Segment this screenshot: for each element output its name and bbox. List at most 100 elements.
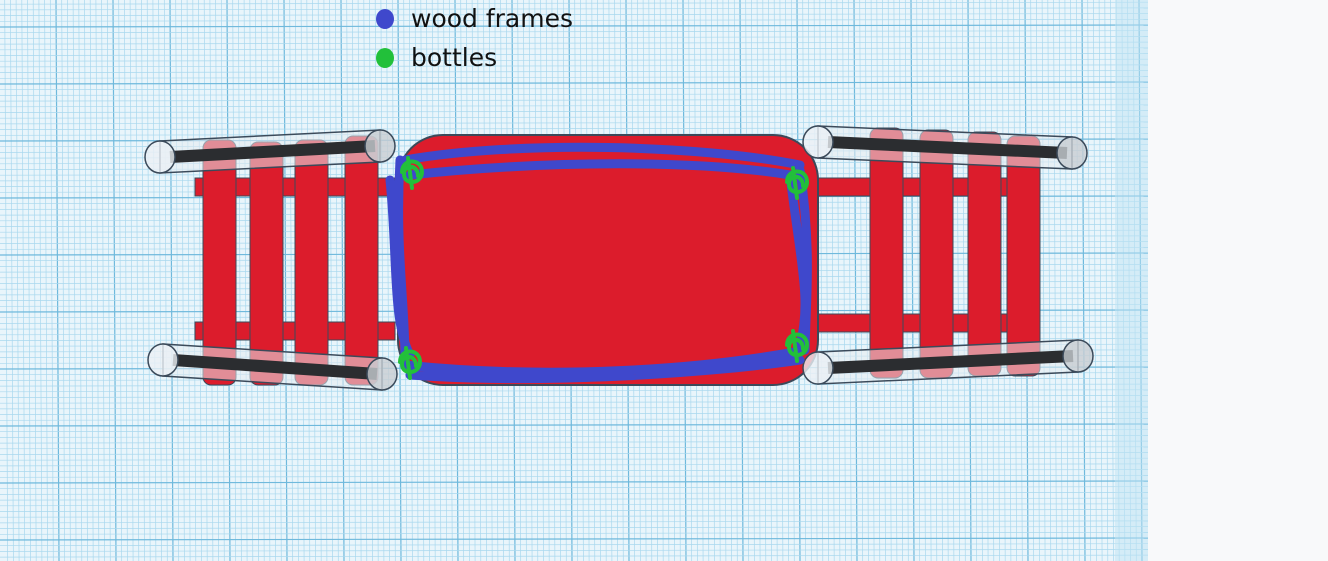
grid-line — [135, 0, 140, 561]
grid-line — [27, 0, 31, 561]
grid-line — [0, 98, 1148, 102]
grid-line — [0, 115, 1148, 119]
green-dot-icon — [376, 48, 394, 68]
grid-line — [0, 492, 1148, 495]
tube-end — [144, 140, 176, 174]
grid-line — [0, 93, 1148, 96]
grid-line — [329, 0, 333, 561]
grid-line — [0, 127, 1148, 130]
grid-line — [340, 0, 345, 561]
slat — [919, 129, 954, 379]
grid-line — [0, 423, 1148, 427]
grid-line — [152, 0, 157, 561]
rod — [827, 350, 1074, 374]
grid-line — [0, 75, 1148, 79]
grid-line — [830, 0, 835, 561]
grid-line — [192, 0, 197, 561]
grid-line — [1058, 0, 1063, 561]
grid-line — [0, 81, 1148, 85]
grid-line — [0, 531, 1148, 535]
grid-line — [961, 0, 966, 561]
grid-line — [198, 0, 202, 561]
tube-end — [364, 129, 396, 163]
grid-line — [916, 0, 921, 561]
grid-line — [72, 0, 77, 561]
grid-line — [186, 0, 191, 561]
green-scribble — [785, 329, 810, 363]
grid-line — [0, 457, 1148, 461]
grid-line — [49, 0, 54, 561]
slat — [294, 139, 329, 386]
grid-edge — [1115, 0, 1148, 561]
grid-line — [847, 0, 852, 561]
green-scribble — [400, 156, 425, 190]
slat — [1006, 135, 1041, 377]
blue-dot-icon — [376, 9, 394, 29]
grid-line — [0, 87, 1148, 91]
grid-line — [0, 446, 1148, 450]
green-scribble — [785, 166, 810, 200]
legend-label: bottles — [411, 43, 498, 72]
grid-line — [95, 0, 100, 561]
slat — [344, 135, 379, 386]
slat — [967, 131, 1002, 377]
grid-line — [1093, 0, 1097, 561]
design-canvas[interactable] — [0, 0, 1148, 561]
grid-line — [44, 0, 48, 561]
grid-line — [0, 18, 1148, 22]
grid-line — [283, 0, 288, 561]
grid-line — [1104, 0, 1109, 561]
grid-line — [1047, 0, 1052, 561]
workplane-grid[interactable] — [0, 0, 1148, 561]
grid-line — [0, 509, 1148, 512]
grid-line — [0, 406, 1148, 410]
grid-line — [0, 503, 1148, 507]
grid-line — [910, 0, 915, 561]
grid-line — [380, 0, 385, 561]
grid-line — [1064, 0, 1069, 561]
grid-line — [32, 0, 37, 561]
grid-line — [0, 70, 1148, 73]
grid-line — [0, 24, 1148, 28]
grid-line — [956, 0, 960, 561]
legend-label: wood frames — [411, 4, 574, 33]
grid-line — [1110, 0, 1114, 561]
grid-line — [67, 0, 71, 561]
legend-item-bottles: bottles — [376, 43, 497, 73]
grid-line — [38, 0, 43, 561]
grid-line — [243, 0, 248, 561]
grid-line — [238, 0, 242, 561]
grid-line — [0, 537, 1148, 541]
grid-line — [0, 110, 1148, 113]
grid-line — [141, 0, 145, 561]
grid-line — [0, 41, 1148, 45]
grid-line — [865, 0, 869, 561]
grid-line — [0, 474, 1148, 478]
grid-line — [904, 0, 909, 561]
grid-line — [0, 486, 1148, 490]
grid-line — [289, 0, 294, 561]
tube-end — [802, 351, 834, 385]
grid-line — [0, 543, 1148, 547]
grid-line — [101, 0, 105, 561]
grid-line — [0, 389, 1148, 393]
grid-line — [89, 0, 94, 561]
grid-line — [106, 0, 111, 561]
grid-line — [0, 452, 1148, 455]
grid-line — [0, 395, 1148, 398]
grid-line — [0, 400, 1148, 404]
grid-line — [825, 0, 829, 561]
grid-line — [61, 0, 66, 561]
tube-end — [802, 125, 834, 159]
grid-line — [146, 0, 151, 561]
grid-line — [1087, 0, 1092, 561]
grid-line — [84, 0, 88, 561]
grid-line — [842, 0, 846, 561]
grid-line — [0, 435, 1148, 438]
grid-line — [0, 64, 1148, 68]
tube-end — [1056, 136, 1088, 170]
slat — [249, 141, 284, 386]
grid-line — [181, 0, 185, 561]
tube-end — [366, 357, 398, 391]
rod — [172, 354, 378, 380]
